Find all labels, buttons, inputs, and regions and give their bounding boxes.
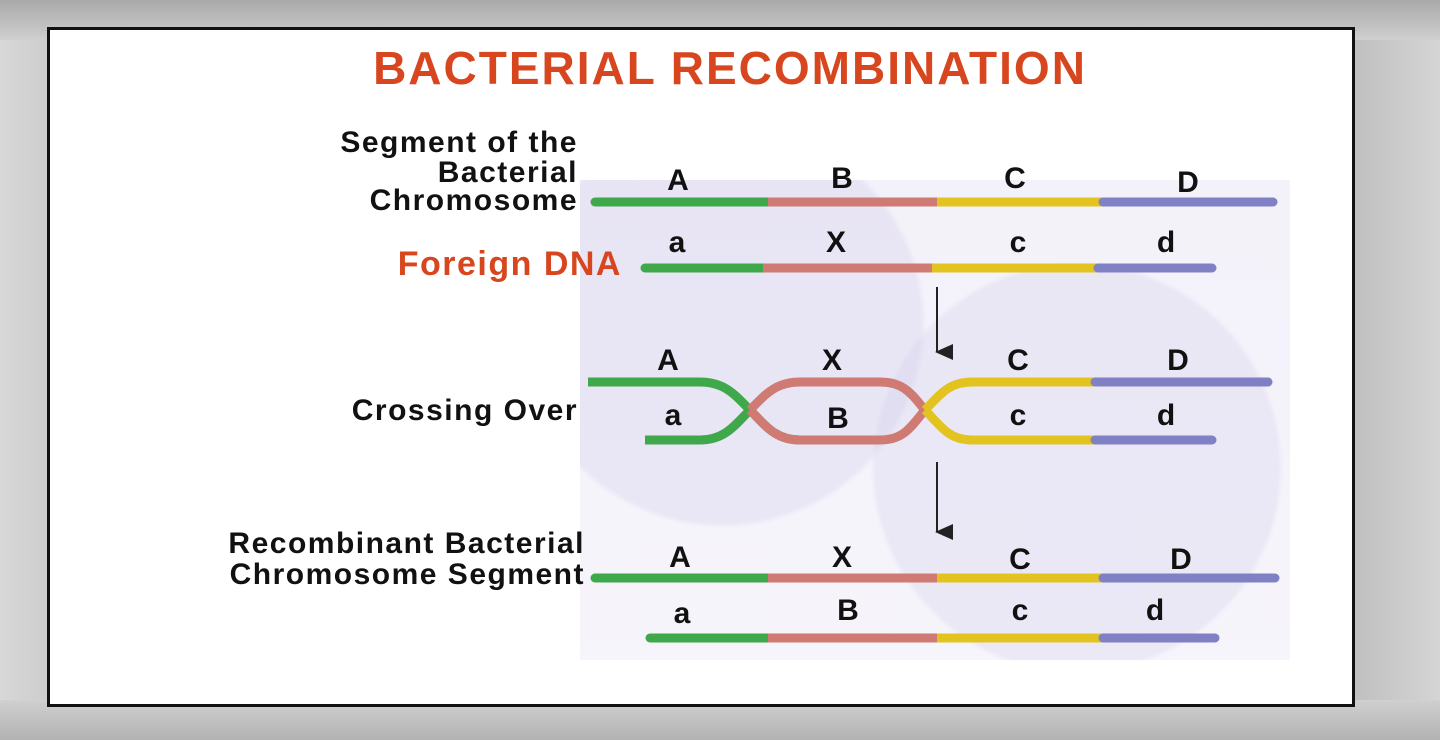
gene-label: D	[1167, 344, 1189, 377]
gene-label: C	[1009, 543, 1031, 576]
segment-yellow	[921, 377, 1095, 414]
label-recombinant-line1: Recombinant Bacterial	[228, 527, 585, 560]
label-foreign-dna: Foreign DNA	[398, 245, 622, 283]
gene-label: X	[822, 344, 842, 377]
gene-label: C	[1004, 162, 1026, 195]
gene-label: a	[674, 597, 691, 630]
label-segment-line2: Bacterial	[438, 156, 578, 189]
gene-label: X	[832, 541, 852, 574]
label-crossing-over: Crossing Over	[352, 394, 578, 427]
segment-red	[746, 406, 929, 445]
diagram-title: BACTERIAL RECOMBINATION	[373, 42, 1087, 94]
gene-label: A	[657, 344, 679, 377]
gene-label: a	[669, 226, 686, 259]
gene-label: D	[1170, 543, 1192, 576]
gene-label: B	[837, 594, 859, 627]
label-segment-line3: Chromosome	[370, 184, 578, 217]
gene-label: X	[826, 226, 846, 259]
gene-label: A	[667, 164, 689, 197]
gene-label: B	[827, 402, 849, 435]
segment-yellow	[921, 406, 1095, 445]
crossing-over-strands	[588, 377, 1273, 445]
gene-label: C	[1007, 344, 1029, 377]
gene-label: d	[1157, 399, 1175, 432]
gene-label: D	[1177, 166, 1199, 199]
gene-label: a	[665, 399, 682, 432]
gene-label: c	[1010, 399, 1027, 432]
label-segment-line1: Segment of the	[340, 126, 578, 159]
gene-label: B	[831, 162, 853, 195]
label-recombinant-line2: Chromosome Segment	[230, 558, 585, 591]
gene-label: c	[1010, 226, 1027, 259]
gene-label: d	[1146, 594, 1164, 627]
segment-green	[645, 406, 754, 445]
gene-label: c	[1012, 594, 1029, 627]
gene-label: d	[1157, 226, 1175, 259]
gene-label: A	[669, 541, 691, 574]
segment-red	[746, 377, 929, 414]
